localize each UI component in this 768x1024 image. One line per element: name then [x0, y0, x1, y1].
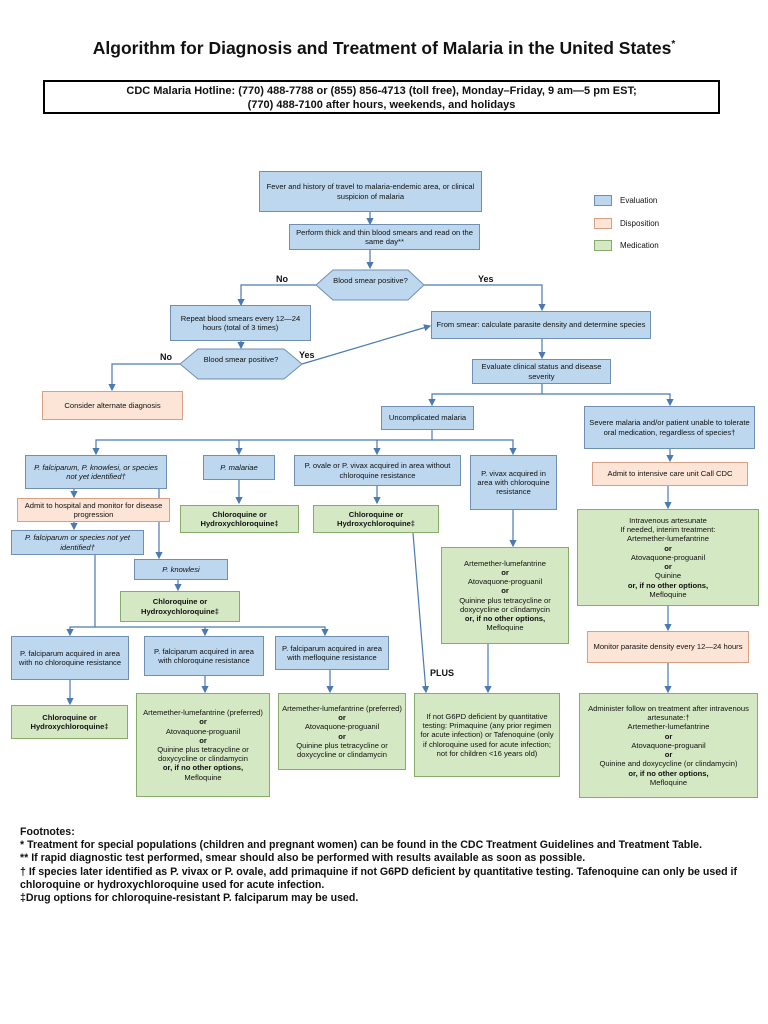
node-repeat-smears: Repeat blood smears every 12—24 hours (t… — [170, 305, 311, 341]
page-title: Algorithm for Diagnosis and Treatment of… — [92, 38, 676, 58]
node-perform-smears: Perform thick and thin blood smears and … — [289, 224, 480, 250]
node-from-smear: From smear: calculate parasite density a… — [431, 311, 651, 339]
node-pf-mefloquine-resistance: P. falciparum acquired in area with mefl… — [275, 636, 389, 670]
node-chloroquine-malariae: Chloroquine or Hydroxychloroquine‡ — [180, 505, 299, 533]
footnote-3: † If species later identified as P. viva… — [20, 865, 738, 891]
node-pf-not-identified: P. falciparum or species not yet identif… — [11, 530, 144, 555]
node-pf-no-resistance: P. falciparum acquired in area with no c… — [11, 636, 129, 680]
label-yes-1: Yes — [478, 274, 494, 284]
node-follow-on-treatment: Administer follow on treatment after int… — [579, 693, 758, 798]
footnote-2: ** If rapid diagnostic test performed, s… — [20, 852, 586, 865]
label-plus: PLUS — [430, 668, 455, 678]
node-severe-malaria: Severe malaria and/or patient unable to … — [584, 406, 755, 449]
legend-swatch-medication — [594, 240, 612, 251]
legend-swatch-evaluation — [594, 195, 612, 206]
footnote-1: * Treatment for special populations (chi… — [20, 839, 703, 852]
legend-label-evaluation: Evaluation — [620, 196, 658, 205]
node-p-ovale-vivax: P. ovale or P. vivax acquired in area wi… — [294, 455, 461, 486]
node-evaluate-status: Evaluate clinical status and disease sev… — [472, 359, 611, 384]
label-no-1: No — [276, 274, 288, 284]
node-chloroquine-pf: Chloroquine or Hydroxychloroquine‡ — [11, 705, 128, 739]
hotline-line-2: (770) 488-7100 after hours, weekends, an… — [247, 99, 516, 111]
footnotes-heading: Footnotes: — [20, 826, 75, 838]
decision-diamond-1 — [315, 269, 425, 301]
node-pf-pk-species: P. falciparum, P. knowlesi, or species n… — [25, 455, 167, 489]
hotline-line-1: CDC Malaria Hotline: (770) 488-7788 or (… — [126, 85, 637, 97]
label-yes-2: Yes — [299, 350, 315, 360]
node-admit-icu: Admit to intensive care unit Call CDC — [592, 462, 748, 486]
node-chloroquine-ovale: Chloroquine or Hydroxychloroquine‡ — [313, 505, 439, 533]
decision-diamond-2 — [179, 348, 303, 380]
node-pf-chloroquine-resistance: P. falciparum acquired in area with chlo… — [144, 636, 264, 676]
node-p-vivax-resistant: P. vivax acquired in area with chloroqui… — [470, 455, 557, 510]
legend-label-disposition: Disposition — [620, 219, 660, 228]
node-g6pd-primaquine: If not G6PD deficient by quantitative te… — [414, 693, 560, 777]
node-consider-alternate: Consider alternate diagnosis — [42, 391, 183, 420]
hotline-box: CDC Malaria Hotline: (770) 488-7788 or (… — [43, 80, 720, 114]
legend-label-medication: Medication — [620, 241, 659, 250]
node-fever-history: Fever and history of travel to malaria-e… — [259, 171, 482, 212]
legend-swatch-disposition — [594, 218, 612, 229]
node-admit-hospital: Admit to hospital and monitor for diseas… — [17, 498, 170, 522]
footnote-4: ‡Drug options for chloroquine-resistant … — [20, 892, 359, 905]
node-monitor-density: Monitor parasite density every 12—24 hou… — [587, 631, 749, 663]
node-uncomplicated: Uncomplicated malaria — [381, 406, 474, 430]
label-no-2: No — [160, 352, 172, 362]
decision-2-text: Blood smear positive? — [203, 355, 279, 364]
node-p-malariae: P. malariae — [203, 455, 275, 480]
node-chloroquine-knowlesi: Chloroquine or Hydroxychloroquine‡ — [120, 591, 240, 622]
node-p-knowlesi: P. knowlesi — [134, 559, 228, 580]
footnotes: Footnotes: * Treatment for special popul… — [20, 826, 755, 905]
decision-1-text: Blood smear positive? — [333, 276, 408, 285]
